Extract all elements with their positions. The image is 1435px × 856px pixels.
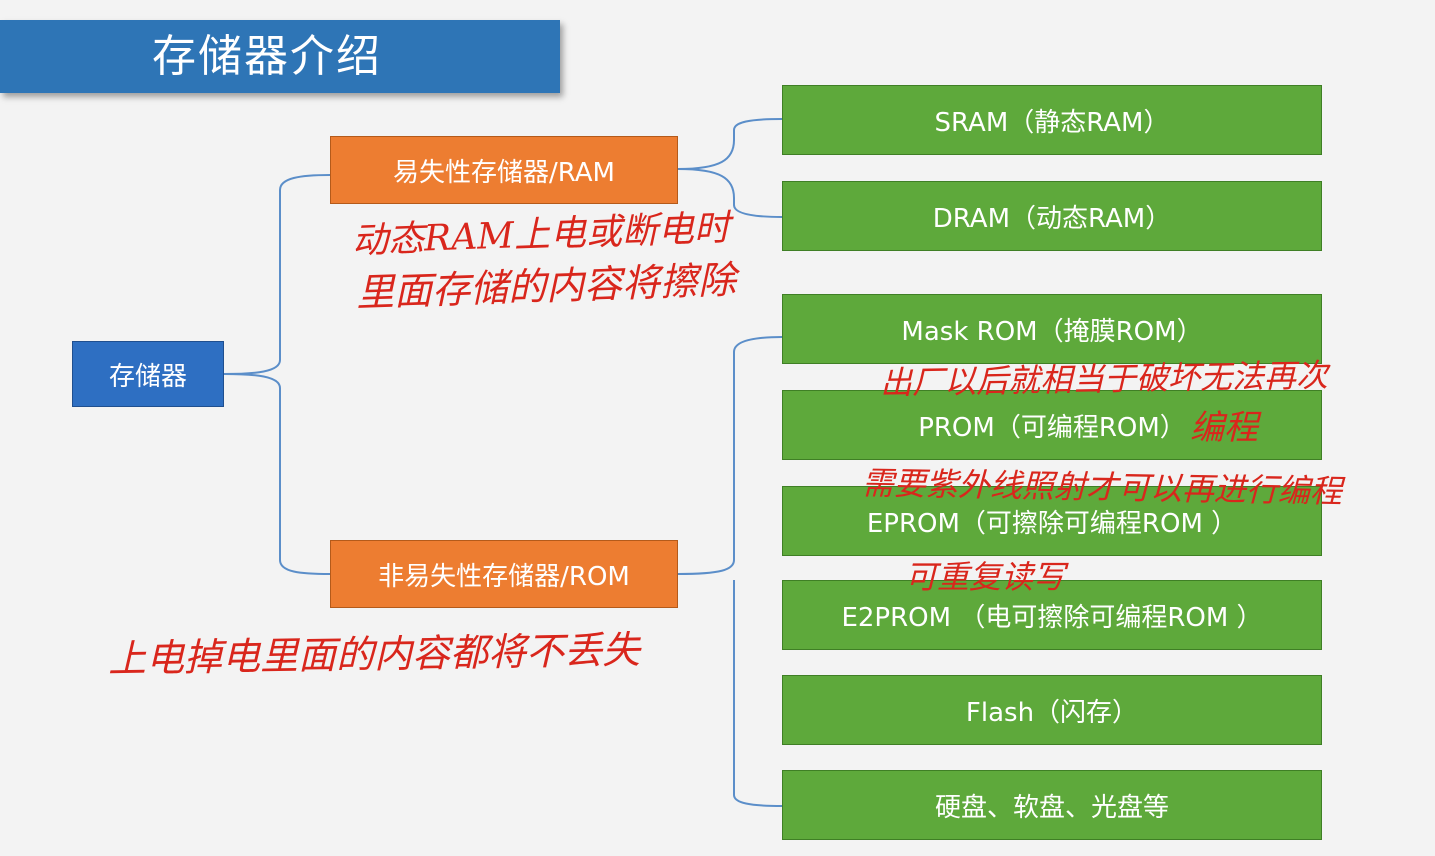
connector-ram-to-sram [677, 118, 783, 170]
connector-root-to-ram [223, 174, 331, 375]
node-volatile-ram: 易失性存储器/RAM [330, 136, 678, 204]
page-title: 存储器介绍 [0, 20, 560, 93]
connector-rom-trunk [677, 336, 783, 575]
root-node-memory: 存储器 [72, 341, 224, 407]
leaf-mask-rom: Mask ROM（掩膜ROM） [782, 294, 1322, 364]
connector-root-to-rom [223, 373, 331, 575]
leaf-sram: SRAM（静态RAM） [782, 85, 1322, 155]
leaf-disks: 硬盘、软盘、光盘等 [782, 770, 1322, 840]
annotation-rom: 上电掉电里面的内容都将不丢失 [107, 627, 641, 681]
leaf-eprom: EPROM（可擦除可编程ROM ） [782, 486, 1322, 556]
connector-ram-to-dram [677, 168, 783, 218]
annotation-prom: 编程 [1190, 408, 1258, 448]
leaf-prom: PROM（可编程ROM） [782, 390, 1322, 460]
node-nonvolatile-rom: 非易失性存储器/ROM [330, 540, 678, 608]
leaf-dram: DRAM（动态RAM） [782, 181, 1322, 251]
leaf-flash: Flash（闪存） [782, 675, 1322, 745]
leaf-e2prom: E2PROM （电可擦除可编程ROM ） [782, 580, 1322, 650]
annotation-eprom: 需要紫外线照射才可以再进行编程 [861, 464, 1343, 511]
annotation-e2prom: 可重复读写 [905, 558, 1066, 596]
annotation-mask-rom: 出厂以后就相当于破坏无法再次 [879, 356, 1329, 402]
connector-rom-to-flash-disk [733, 580, 783, 807]
